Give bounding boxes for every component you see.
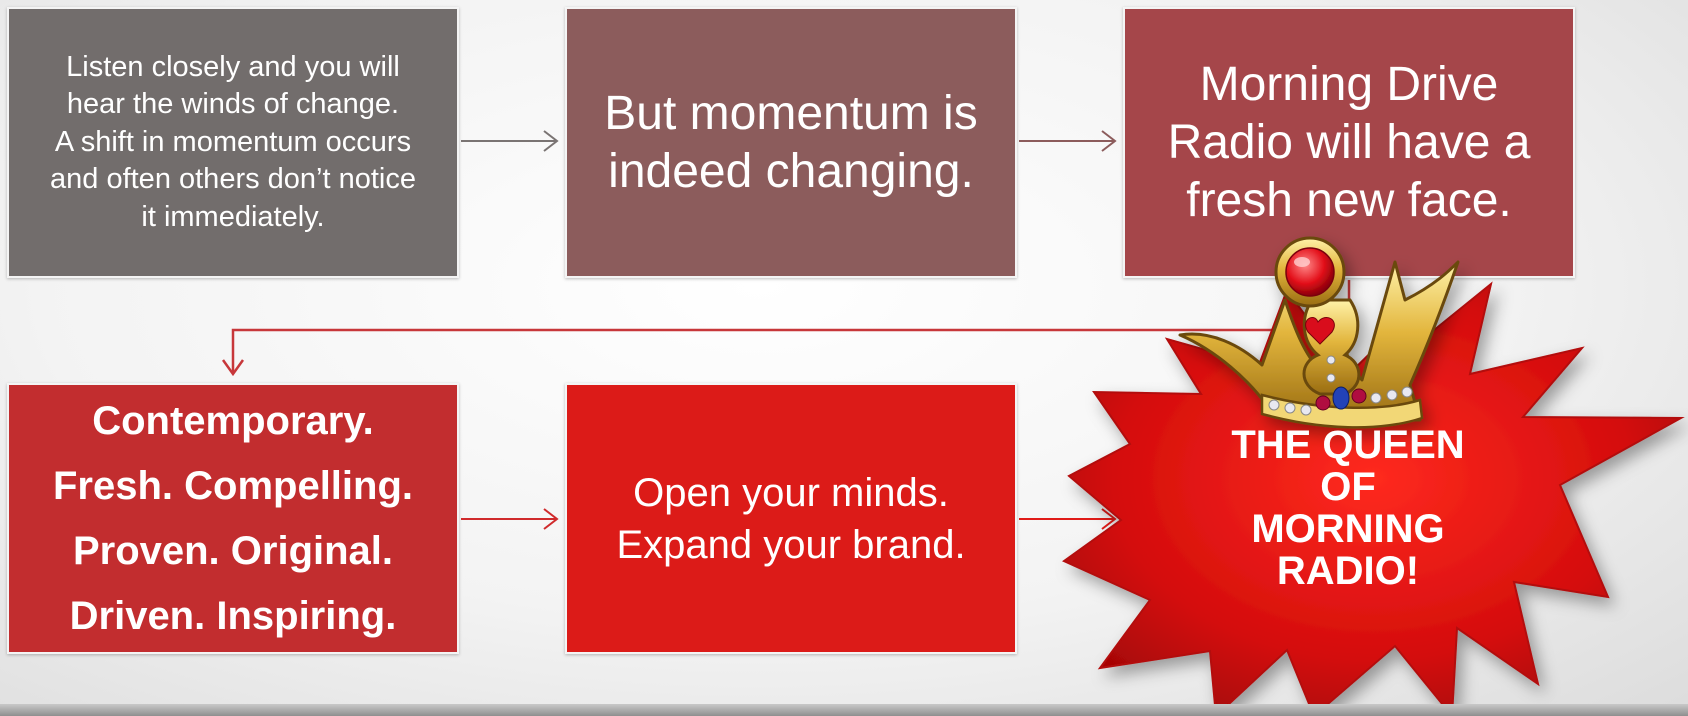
queen-of-morning-radio-label: THE QUEEN OF MORNING RADIO! bbox=[1180, 424, 1516, 592]
arrow-connector bbox=[1019, 508, 1117, 530]
step-text-line: A shift in momentum occurs bbox=[54, 125, 412, 158]
burst-text-line: RADIO! bbox=[1276, 549, 1420, 593]
crown-icon bbox=[1178, 236, 1460, 429]
step-text-line: and often others don’t notice bbox=[50, 163, 416, 196]
step-text-line: Expand your brand. bbox=[616, 522, 966, 567]
step-text-line: indeed changing. bbox=[608, 144, 974, 198]
burst-text-line: THE QUEEN bbox=[1231, 423, 1465, 467]
arrow-connector bbox=[461, 130, 559, 152]
bottom-edge-bar bbox=[0, 704, 1688, 716]
arrow-connector bbox=[461, 508, 559, 530]
step-text-line: Fresh. Compelling. bbox=[52, 463, 414, 508]
step-text-line: hear the winds of change. bbox=[66, 88, 400, 121]
burst-text-line: MORNING bbox=[1251, 507, 1445, 551]
step-text-line: Driven. Inspiring. bbox=[69, 593, 397, 638]
step-text-line: fresh new face. bbox=[1186, 173, 1512, 227]
step-text-line: But momentum is bbox=[604, 86, 978, 140]
step-qualities: Contemporary. Fresh. Compelling. Proven.… bbox=[7, 383, 459, 654]
step-momentum-changing: But momentum is indeed changing. bbox=[565, 7, 1017, 278]
step-text-line: Proven. Original. bbox=[72, 528, 394, 573]
step-text-line: Contemporary. bbox=[92, 398, 374, 443]
step-text-line: Radio will have a bbox=[1167, 115, 1531, 169]
step-text-line: it immediately. bbox=[141, 200, 325, 233]
step-text-line: Morning Drive bbox=[1199, 57, 1499, 111]
step-text-line: Listen closely and you will bbox=[66, 50, 400, 83]
step-fresh-new-face: Morning Drive Radio will have a fresh ne… bbox=[1123, 7, 1575, 278]
arrow-connector bbox=[1019, 130, 1117, 152]
starburst-shape bbox=[1062, 281, 1685, 716]
step-listen-closely: Listen closely and you will hear the win… bbox=[7, 7, 459, 278]
step-text-line: Open your minds. bbox=[633, 470, 949, 515]
burst-text-line: OF bbox=[1320, 465, 1376, 509]
step-open-minds: Open your minds. Expand your brand. bbox=[565, 383, 1017, 654]
